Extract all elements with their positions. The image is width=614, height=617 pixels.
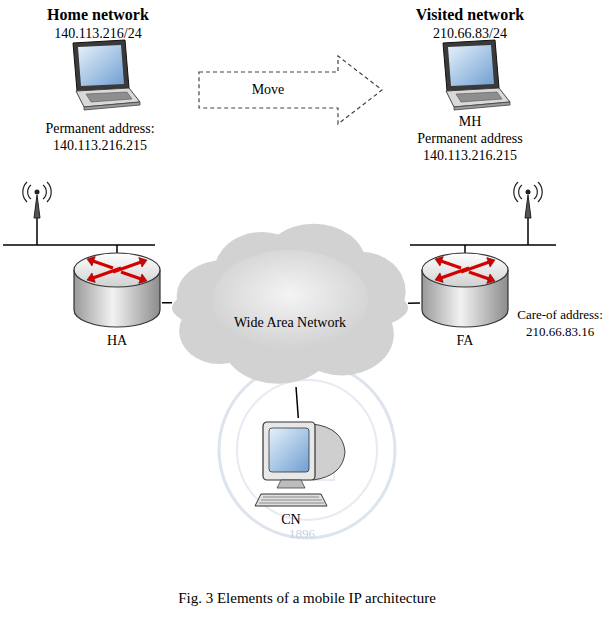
node-label: MH — [400, 113, 540, 130]
cloud-highlight — [212, 250, 368, 349]
router-arrow-shaft — [121, 272, 140, 279]
network-heading: Visited network — [390, 6, 550, 23]
node-label: HA — [72, 332, 162, 349]
wan-cloud: Wide Area Network — [172, 222, 408, 387]
radio-waves — [23, 182, 51, 202]
monitor-back — [313, 424, 345, 480]
bus-drop — [464, 245, 466, 253]
antenna-tip — [526, 190, 531, 195]
watermark-ring — [237, 380, 377, 520]
network-prefix: 140.113.216/24 — [18, 25, 178, 42]
router-top — [74, 253, 160, 287]
router-symbol — [422, 253, 508, 327]
router-arrow-head — [435, 273, 443, 282]
router-arrow-head — [487, 274, 495, 283]
lan-bus — [410, 244, 556, 246]
router-arrow-shaft — [94, 261, 113, 268]
network-heading: Home network — [18, 6, 178, 23]
move-arrow: Move — [198, 55, 383, 125]
keyboard — [255, 494, 327, 506]
router-arrow-shaft — [442, 268, 469, 278]
router-arrow-shaft — [442, 261, 461, 268]
network-prefix: 210.66.83/24 — [390, 25, 550, 42]
antenna-mast — [34, 195, 40, 218]
router-arrow-head — [139, 274, 147, 283]
node-label: FA — [420, 332, 510, 349]
router-arrow-head — [435, 257, 443, 266]
laptop-keyboard — [86, 92, 132, 102]
bus-drop — [116, 245, 118, 253]
laptop-edge — [454, 102, 510, 110]
antenna-mast — [525, 195, 531, 218]
router-arrow-head — [87, 257, 95, 266]
watermark-text: 1896 — [272, 525, 332, 542]
laptop-screen — [78, 45, 124, 86]
home-agent: HA — [72, 252, 162, 352]
watermark-ring — [219, 362, 395, 538]
laptop-keyboard — [456, 92, 502, 102]
monitor-screen — [269, 428, 309, 472]
node-note: Care-of address: 210.66.83.16 — [508, 306, 612, 340]
network-link — [408, 302, 420, 304]
router-arrow-shaft — [469, 272, 488, 279]
router-top — [422, 253, 508, 287]
router-symbol — [74, 253, 160, 327]
computer-icon — [255, 422, 345, 506]
antenna-wire — [36, 218, 38, 245]
router-arrow-head — [87, 273, 95, 282]
laptop-lid — [73, 40, 129, 91]
antenna-wire — [527, 218, 529, 245]
network-link — [296, 387, 298, 418]
laptop-edge — [84, 102, 140, 110]
figure-caption: Fig. 3 Elements of a mobile IP architect… — [0, 590, 614, 607]
monitor-bezel — [263, 422, 315, 480]
node-outline — [255, 418, 350, 533]
antenna-symbol — [514, 182, 542, 218]
watermark-logo — [219, 362, 395, 538]
radio-waves — [514, 182, 542, 202]
laptop-screen — [448, 45, 494, 86]
network-link — [162, 302, 172, 304]
router-arrow-shaft — [94, 268, 121, 278]
move-arrow-outline — [199, 56, 382, 124]
node-label: Permanent address: 140.113.216.215 — [30, 120, 170, 154]
lan-bus — [3, 244, 155, 246]
laptop-lid — [443, 40, 499, 91]
node-outline — [198, 55, 383, 125]
cloud-shape — [172, 224, 408, 384]
router-arrow-head — [139, 258, 147, 267]
node-label: Wide Area Network — [182, 314, 398, 331]
foreign-agent: FACare-of address: 210.66.83.16 — [420, 252, 610, 352]
node-note: Permanent address 140.113.216.215 — [405, 130, 535, 164]
laptop-icon — [73, 40, 140, 110]
node-label: Move — [198, 81, 338, 98]
antenna-symbol — [23, 182, 51, 218]
home-laptop: Permanent address: 140.113.216.215 — [25, 40, 175, 158]
laptop-icon — [443, 40, 510, 110]
router-arrow-head — [487, 258, 495, 267]
node-outline — [172, 222, 408, 387]
keyboard-keys — [259, 497, 324, 503]
monitor-stand — [277, 480, 305, 488]
antenna-tip — [35, 190, 40, 195]
mobile-host: MHPermanent address 140.113.216.215 — [395, 40, 545, 158]
correspondent-node: CN — [255, 418, 350, 533]
node-label: CN — [255, 511, 327, 528]
